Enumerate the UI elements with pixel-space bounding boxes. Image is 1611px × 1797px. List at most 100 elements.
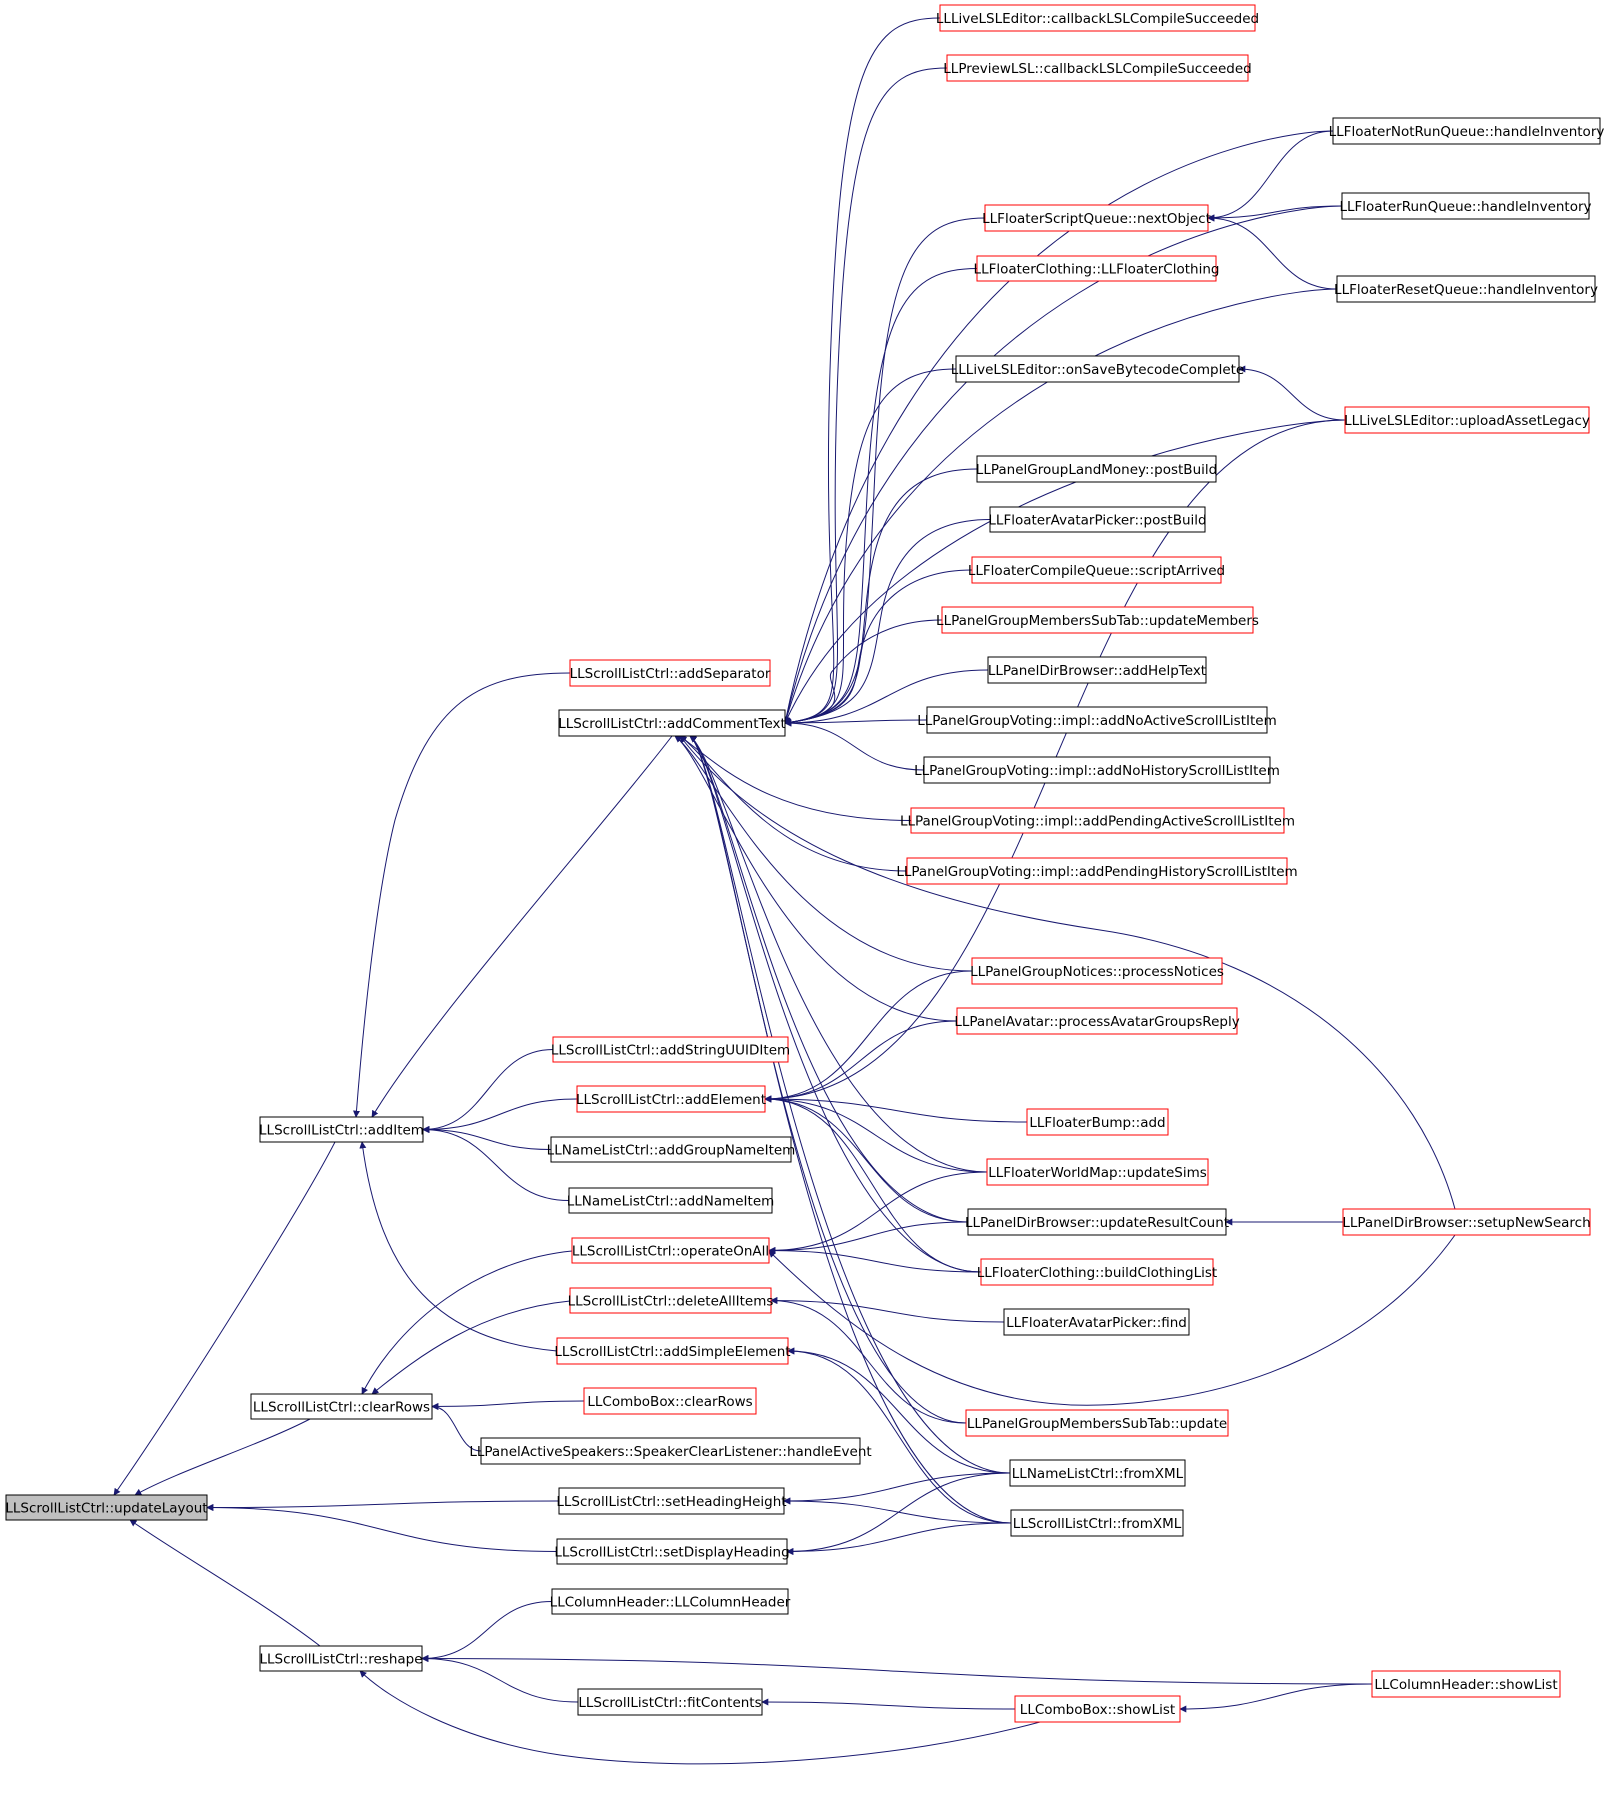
node-addHelpText[interactable]: LLPanelDirBrowser::addHelpText [987,656,1207,684]
node-landMoney[interactable]: LLPanelGroupLandMoney::postBuild [976,455,1217,483]
node-addItem[interactable]: LLScrollListCtrl::addItem [259,1116,424,1143]
node-updateLayout[interactable]: LLScrollListCtrl::updateLayout [5,1494,208,1521]
edge-noHistory-to-addCommentText [784,719,925,771]
node-label: LLScrollListCtrl::addItem [259,1123,424,1139]
node-addElement[interactable]: LLScrollListCtrl::addElement [576,1085,766,1113]
node-label: LLLiveLSLEditor::uploadAssetLegacy [1344,413,1590,429]
node-label: LLScrollListCtrl::addElement [576,1092,766,1108]
node-label: LLNameListCtrl::fromXML [1012,1466,1184,1482]
node-speakerClear[interactable]: LLPanelActiveSpeakers::SpeakerClearListe… [469,1437,872,1465]
node-addNameItem[interactable]: LLNameListCtrl::addNameItem [567,1187,775,1214]
node-addGroupNameItem[interactable]: LLNameListCtrl::addGroupNameItem [547,1136,796,1163]
node-label: LLScrollListCtrl::clearRows [253,1400,430,1416]
edge-scrollFromXML-to-setHeadingHeight [783,1497,1012,1524]
node-buildClothing[interactable]: LLFloaterClothing::buildClothingList [977,1258,1217,1286]
edge-setupSearch-to-operateOnAll [768,1234,1456,1406]
edge-resetQueue-to-nextObject [1207,214,1338,290]
node-noHistory[interactable]: LLPanelGroupVoting::impl::addNoHistorySc… [914,756,1280,784]
node-avatarPickerBuild[interactable]: LLFloaterAvatarPicker::postBuild [988,506,1207,533]
node-comboClearRows[interactable]: LLComboBox::clearRows [583,1387,757,1415]
node-noActive[interactable]: LLPanelGroupVoting::impl::addNoActiveScr… [917,706,1277,734]
node-box [568,1187,773,1214]
node-addSeparator[interactable]: LLScrollListCtrl::addSeparator [569,659,771,687]
node-onSaveBytecode[interactable]: LLLiveLSLEditor::onSaveBytecodeComplete [951,355,1244,383]
node-addStringUUIDItem[interactable]: LLScrollListCtrl::addStringUUIDItem [551,1036,790,1063]
node-comboShowList[interactable]: LLComboBox::showList [1014,1695,1181,1723]
node-avatarGroups[interactable]: LLPanelAvatar::processAvatarGroupsReply [954,1007,1240,1035]
node-deleteAllItems[interactable]: LLScrollListCtrl::deleteAllItems [568,1287,774,1314]
node-uploadAsset[interactable]: LLLiveLSLEditor::uploadAssetLegacy [1344,406,1590,434]
node-nameFromXML[interactable]: LLNameListCtrl::fromXML [1009,1459,1186,1487]
node-box [551,1588,789,1615]
edge-addNameItem-to-addItem [422,1126,570,1201]
node-liveCompile[interactable]: LLLiveLSLEditor::callbackLSLCompileSucce… [936,4,1259,32]
node-headerShowList[interactable]: LLColumnHeader::showList [1371,1670,1561,1698]
edge-liveCompile-to-addCommentText [784,17,941,726]
node-updateSims[interactable]: LLFloaterWorldMap::updateSims [986,1158,1209,1186]
edge-columnHeaderCtor-to-reshape [421,1601,553,1662]
node-clearRows[interactable]: LLScrollListCtrl::clearRows [250,1393,433,1420]
node-label: LLScrollListCtrl::setDisplayHeading [554,1545,789,1561]
edge-deleteAllItems-to-clearRows [371,1300,571,1395]
node-scriptArrived[interactable]: LLFloaterCompileQueue::scriptArrived [968,556,1225,584]
node-box [989,506,1206,533]
edge-operateOnAll-to-clearRows [361,1250,573,1395]
node-membersUpdate[interactable]: LLPanelGroupMembersSubTab::update [965,1409,1229,1437]
node-runQueue[interactable]: LLFloaterRunQueue::handleInventory [1339,192,1592,220]
node-label: LLScrollListCtrl::setHeadingHeight [556,1494,786,1510]
node-box [1336,275,1596,303]
edge-updateMembers-to-addCommentText [784,619,943,726]
node-box [971,556,1222,584]
node-previewCompile[interactable]: LLPreviewLSL::callbackLSLCompileSucceede… [943,54,1252,82]
node-addSimpleElement[interactable]: LLScrollListCtrl::addSimpleElement [554,1337,791,1365]
node-resultCount[interactable]: LLPanelDirBrowser::updateResultCount [965,1208,1229,1236]
node-label: LLPanelDirBrowser::setupNewSearch [1342,1215,1590,1231]
node-box [552,1036,789,1063]
node-nextObject[interactable]: LLFloaterScriptQueue::nextObject [982,204,1211,232]
node-label: LLScrollListCtrl::reshape [259,1652,422,1668]
edge-headerShowList-to-reshape [421,1655,1373,1685]
node-setDisplayHeading[interactable]: LLScrollListCtrl::setDisplayHeading [554,1538,790,1565]
edge-addHelpText-to-addCommentText [784,669,989,727]
node-processNotices[interactable]: LLPanelGroupNotices::processNotices [970,957,1224,985]
edge-addItem-to-updateLayout [113,1141,336,1496]
edge-nextObject-to-addCommentText [784,217,986,726]
node-pendingActive[interactable]: LLPanelGroupVoting::impl::addPendingActi… [900,807,1295,834]
node-setHeadingHeight[interactable]: LLScrollListCtrl::setHeadingHeight [556,1487,787,1515]
edge-buildClothing-to-addElement [764,1095,982,1273]
edge-addCommentText-to-addItem [371,735,673,1118]
node-addCommentText[interactable]: LLScrollListCtrl::addCommentText [558,709,786,737]
edge-buildClothing-to-operateOnAll [768,1247,982,1273]
node-label: LLComboBox::clearRows [587,1394,752,1410]
node-box [980,1258,1214,1286]
node-scrollFromXML[interactable]: LLScrollListCtrl::fromXML [1010,1509,1184,1537]
node-resetQueue[interactable]: LLFloaterResetQueue::handleInventory [1334,275,1598,303]
node-operateOnAll[interactable]: LLScrollListCtrl::operateOnAll [571,1237,770,1264]
node-columnHeaderCtor[interactable]: LLColumnHeader::LLColumnHeader [550,1588,791,1615]
edge-noActive-to-addCommentText [784,719,928,727]
node-label: LLPanelGroupVoting::impl::addNoActiveScr… [917,713,1276,729]
node-box [939,4,1256,32]
node-box [569,1287,772,1314]
node-label: LLScrollListCtrl::addStringUUIDItem [551,1043,790,1059]
node-box [576,1085,766,1113]
edge-updateSims-to-addElement [764,1095,988,1173]
node-bumpAdd[interactable]: LLFloaterBump::add [1026,1108,1169,1136]
node-label: LLLiveLSLEditor::callbackLSLCompileSucce… [936,11,1259,27]
node-fitContents[interactable]: LLScrollListCtrl::fitContents [577,1688,763,1716]
node-floaterClothing[interactable]: LLFloaterClothing::LLFloaterClothing [974,255,1220,282]
node-notRunQueue[interactable]: LLFloaterNotRunQueue::handleInventory [1329,117,1605,145]
node-label: LLPanelGroupVoting::impl::addPendingHist… [896,864,1297,880]
node-reshape[interactable]: LLScrollListCtrl::reshape [259,1645,423,1672]
edge-previewCompile-to-addCommentText [784,67,948,726]
node-box [941,606,1254,634]
node-updateMembers[interactable]: LLPanelGroupMembersSubTab::updateMembers [936,606,1259,634]
node-pendingHistory[interactable]: LLPanelGroupVoting::impl::addPendingHist… [896,857,1298,885]
node-box [1341,192,1590,220]
node-setupSearch[interactable]: LLPanelDirBrowser::setupNewSearch [1342,1208,1591,1236]
edge-membersUpdate-to-deleteAllItems [770,1297,967,1424]
edge-scrollFromXML-to-setDisplayHeading [786,1522,1012,1555]
node-box [984,204,1209,232]
node-avatarFind[interactable]: LLFloaterAvatarPicker::find [1003,1308,1190,1336]
